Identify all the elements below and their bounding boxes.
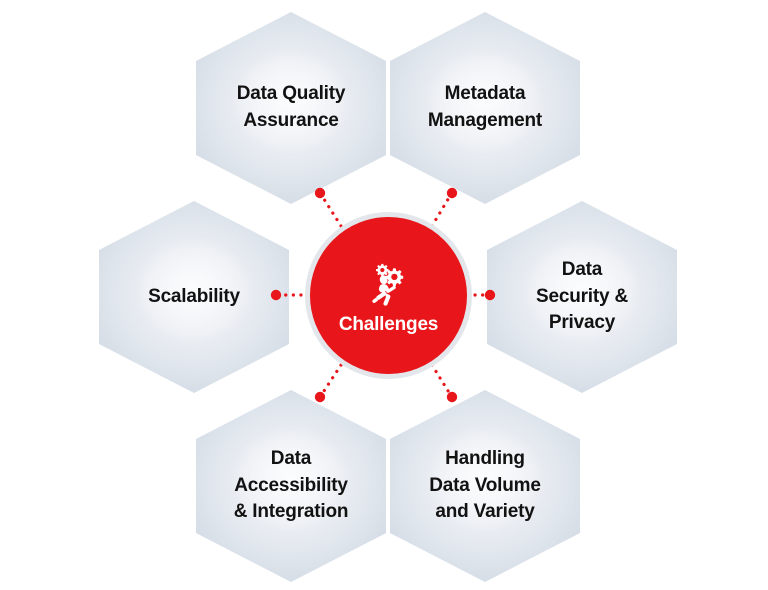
hex-node-handling-data-volume-and-variety[interactable]: Handling Data Volume and Variety [390,390,580,582]
hex-node-data-security-privacy[interactable]: Data Security & Privacy [487,201,677,393]
connector-dot-handling-data-volume-and-variety [446,391,458,403]
hex-node-label: Data Security & Privacy [536,258,628,334]
center-hub-challenges[interactable]: Challenges [305,212,472,379]
center-hub-label: Challenges [338,314,439,335]
hex-node-data-accessibility-integration[interactable]: Data Accessibility & Integration [196,390,386,582]
connector-dot-data-accessibility-integration [314,391,326,403]
hex-node-label: Metadata Management [427,83,543,131]
hex-node-label: Scalability [148,285,240,307]
hex-node-data-quality-assurance[interactable]: Data Quality Assurance [196,12,386,204]
connector-line-data-quality-assurance [320,194,343,228]
hex-node-scalability[interactable]: Scalability [99,201,289,393]
connector-line-handling-data-volume-and-variety [430,363,452,396]
connector-dot-metadata-management [446,187,458,199]
hex-node-metadata-management[interactable]: Metadata Management [390,12,580,204]
hex-node-label: Data Accessibility & Integration [233,447,349,523]
hex-node-label: Data Quality Assurance [236,83,346,131]
connector-line-metadata-management [430,194,452,228]
person-carrying-gears-icon [363,259,415,311]
hex-node-label: Handling Data Volume and Variety [429,447,541,523]
connector-line-data-accessibility-integration [320,363,343,396]
